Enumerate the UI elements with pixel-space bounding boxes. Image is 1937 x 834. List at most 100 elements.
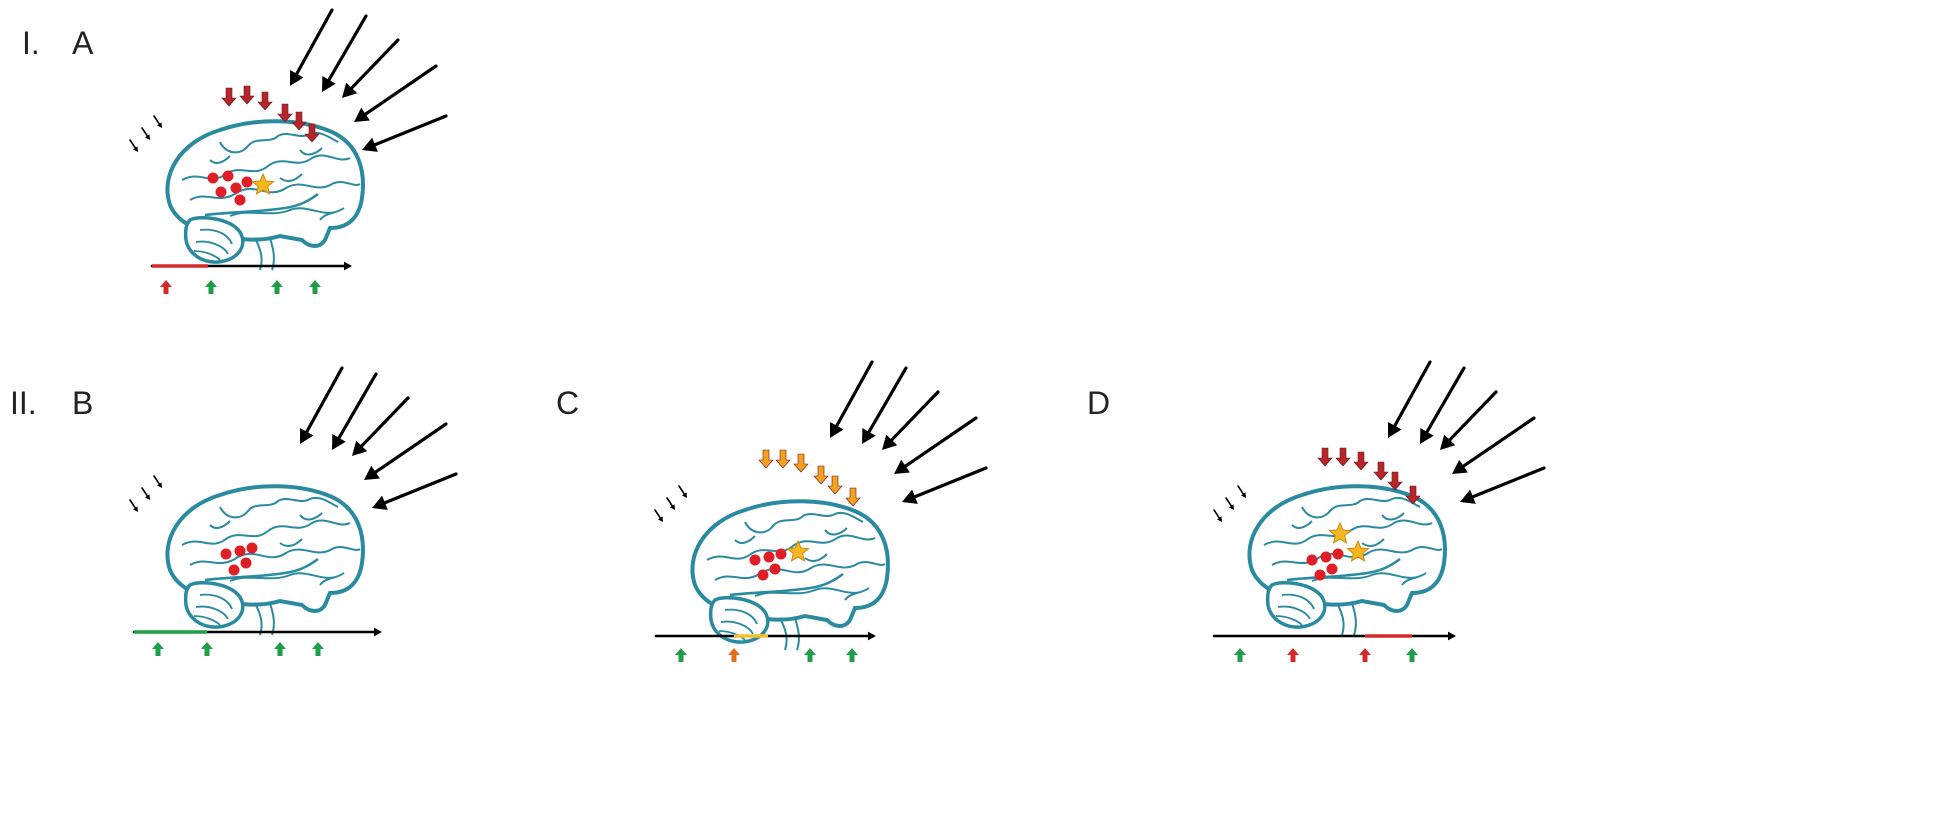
top-arrow <box>277 103 293 123</box>
brain-image <box>1247 484 1447 637</box>
top-arrow <box>758 449 774 469</box>
big-arrow <box>352 396 410 456</box>
red-dot <box>1326 563 1338 575</box>
red-dot <box>234 545 246 557</box>
big-arrow <box>862 366 908 444</box>
small-arrow <box>666 497 675 510</box>
big-arrow <box>372 472 458 510</box>
timeline-marker <box>728 648 740 662</box>
red-dot <box>220 548 232 560</box>
timeline-marker <box>271 280 283 294</box>
timeline-marker <box>804 648 816 662</box>
small-arrow <box>1213 509 1222 522</box>
top-arrow <box>845 487 861 507</box>
red-dot <box>749 554 761 566</box>
red-dot <box>222 170 234 182</box>
big-arrow <box>1388 360 1432 438</box>
timeline-marker <box>152 642 164 656</box>
timeline-marker <box>312 642 324 656</box>
red-dot <box>228 564 240 576</box>
timeline-marker <box>205 280 217 294</box>
top-arrow <box>775 449 791 469</box>
top-arrow <box>257 91 273 111</box>
red-dot <box>775 548 787 560</box>
small-arrow <box>153 115 162 128</box>
red-dot <box>1320 551 1332 563</box>
brain-image <box>165 119 365 272</box>
small-arrow <box>141 487 150 500</box>
red-dot <box>207 172 219 184</box>
big-arrow <box>300 366 344 444</box>
red-dot <box>1314 569 1326 581</box>
red-dot <box>234 194 246 206</box>
big-arrow <box>290 8 334 86</box>
red-dot <box>241 176 253 188</box>
small-arrow <box>1237 485 1246 498</box>
panel-label-c: C <box>556 385 579 421</box>
timeline-marker <box>274 642 286 656</box>
big-arrow <box>882 390 940 450</box>
big-arrow <box>332 372 378 450</box>
row-label-1: I. <box>22 25 40 61</box>
row-label-2: II. <box>10 385 37 421</box>
timeline-marker <box>846 648 858 662</box>
big-arrow <box>342 38 400 98</box>
small-arrow <box>141 127 150 140</box>
brain-image <box>690 499 890 652</box>
star-marker <box>251 172 275 195</box>
top-arrow <box>304 123 320 143</box>
red-dot <box>1306 554 1318 566</box>
timeline-marker <box>1359 648 1371 662</box>
timeline-marker <box>1287 648 1299 662</box>
star-marker <box>1328 521 1352 544</box>
panel-d: D <box>1087 360 1546 662</box>
top-arrow <box>827 475 843 495</box>
timeline-marker <box>1234 648 1246 662</box>
small-arrow <box>1225 497 1234 510</box>
panel-a: A <box>72 8 448 294</box>
big-arrow <box>322 14 368 92</box>
big-arrow <box>1452 416 1536 474</box>
brain-image <box>165 484 365 637</box>
big-arrow <box>894 416 978 474</box>
panel-label-a: A <box>72 25 94 61</box>
red-dot <box>215 186 227 198</box>
top-arrow <box>239 85 255 105</box>
red-dot <box>1332 548 1344 560</box>
big-arrow <box>830 360 874 438</box>
top-arrow <box>291 111 307 131</box>
red-dot <box>230 182 242 194</box>
small-arrow <box>129 139 138 152</box>
star-marker <box>786 539 810 562</box>
panel-c: C <box>556 360 988 662</box>
top-arrow <box>1317 447 1333 467</box>
top-arrow <box>1373 461 1389 481</box>
red-dot <box>769 563 781 575</box>
small-arrow <box>678 485 687 498</box>
top-arrow <box>1335 447 1351 467</box>
panel-b: B <box>72 366 458 656</box>
small-arrow <box>129 499 138 512</box>
big-arrow <box>902 466 988 504</box>
top-arrow <box>793 453 809 473</box>
small-arrow <box>153 475 162 488</box>
red-dot <box>246 542 258 554</box>
timeline-marker <box>201 642 213 656</box>
panel-label-b: B <box>72 385 93 421</box>
star-marker <box>1346 539 1370 562</box>
small-arrow <box>654 509 663 522</box>
big-arrow <box>1460 466 1546 504</box>
timeline-marker <box>160 280 172 294</box>
red-dot <box>763 551 775 563</box>
timeline-marker <box>1406 648 1418 662</box>
top-arrow <box>1405 485 1421 505</box>
big-arrow <box>1420 366 1466 444</box>
timeline-marker <box>675 648 687 662</box>
big-arrow <box>364 422 448 480</box>
panel-label-d: D <box>1087 385 1110 421</box>
top-arrow <box>221 87 237 107</box>
top-arrow <box>813 465 829 485</box>
timeline-marker <box>309 280 321 294</box>
timeline-axis <box>1212 631 1456 641</box>
